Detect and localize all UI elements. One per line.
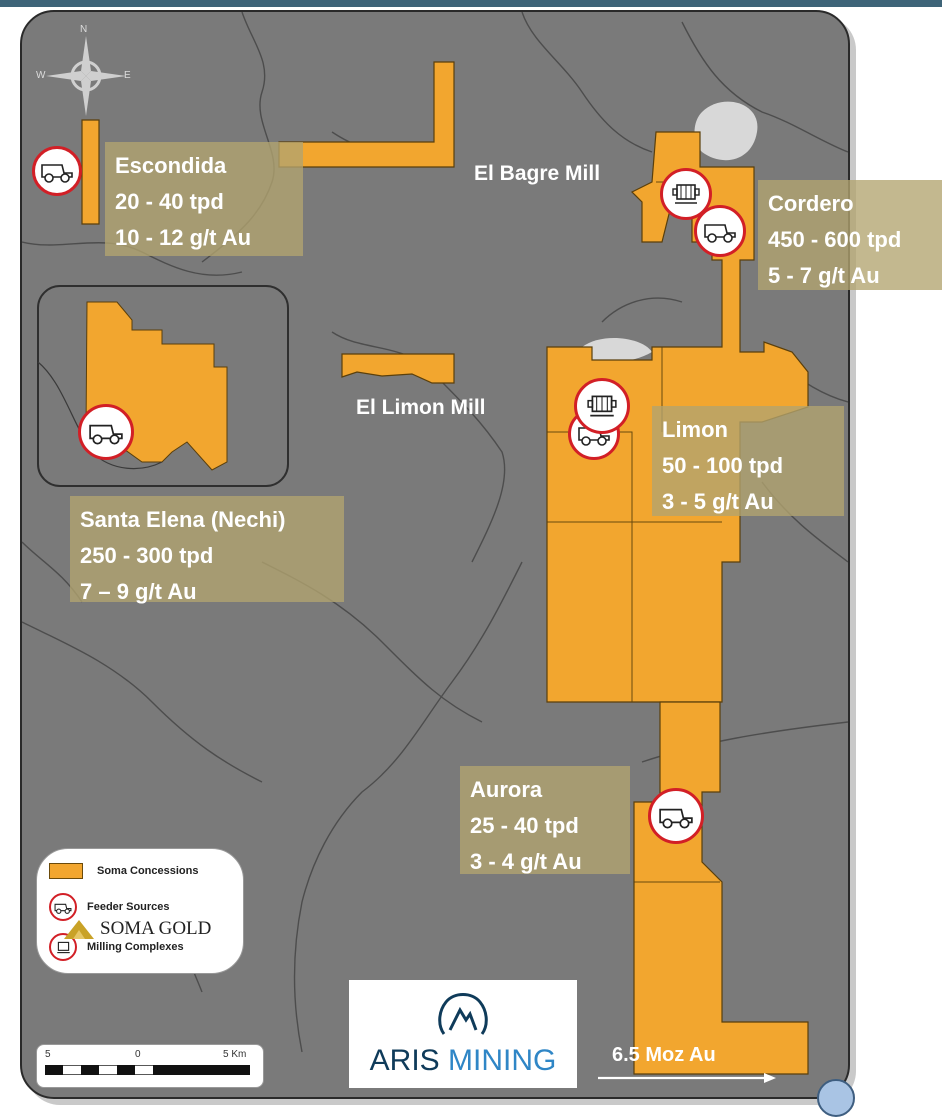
resource-label: 6.5 Moz Au — [612, 1044, 716, 1066]
soma-gold-logo-icon — [64, 920, 94, 939]
label-santa-elena: Santa Elena (Nechi) 250 - 300 tpd 7 – 9 … — [70, 496, 344, 604]
location-name: Escondida — [115, 153, 227, 178]
compass-w-label: W — [36, 70, 46, 81]
legend-row-concessions: Soma Concessions — [49, 863, 198, 879]
location-rate: 20 - 40 tpd — [115, 189, 224, 214]
legend: Soma Concessions Feeder Sources Milling … — [36, 848, 244, 974]
scale-bar: 5 0 5 Km — [36, 1044, 264, 1088]
mill-label-el-bagre: El Bagre Mill — [474, 162, 601, 185]
legend-row-milling: Milling Complexes — [49, 933, 184, 961]
milling-complex-icon[interactable] — [660, 168, 712, 220]
location-name: Aurora — [470, 777, 543, 802]
dump-truck-icon[interactable] — [78, 404, 134, 460]
soma-gold-logo: SOMA GOLD — [62, 918, 211, 940]
label-cordero: Cordero 450 - 600 tpd 5 - 7 g/t Au — [758, 180, 942, 290]
legend-row-feeder: Feeder Sources — [49, 893, 170, 921]
aris-mining-wordmark: ARIS MINING — [349, 1044, 577, 1078]
scale-label-mid: 0 — [135, 1049, 141, 1060]
mill-label-el-limon: El Limon Mill — [356, 396, 486, 419]
scale-label-left: 5 — [45, 1049, 51, 1060]
location-grade: 7 – 9 g/t Au — [80, 579, 197, 604]
compass-e-label: E — [124, 70, 131, 81]
resource-arrow — [598, 1073, 776, 1083]
label-limon: Limon 50 - 100 tpd 3 - 5 g/t Au — [652, 406, 844, 516]
milling-complex-icon[interactable] — [574, 378, 630, 434]
location-rate: 250 - 300 tpd — [80, 543, 214, 568]
aris-mining-logo: ARIS MINING — [349, 980, 577, 1088]
location-name: Cordero — [768, 191, 854, 216]
legend-milling-label: Milling Complexes — [87, 941, 184, 953]
label-escondida: Escondida 20 - 40 tpd 10 - 12 g/t Au — [105, 142, 303, 256]
dump-truck-icon[interactable] — [648, 788, 704, 844]
legend-concessions-label: Soma Concessions — [97, 865, 199, 877]
dump-truck-icon[interactable] — [32, 146, 82, 196]
location-grade: 10 - 12 g/t Au — [115, 225, 252, 250]
location-name: Santa Elena (Nechi) — [80, 507, 286, 532]
location-grade: 3 - 4 g/t Au — [470, 849, 582, 874]
location-rate: 25 - 40 tpd — [470, 813, 579, 838]
aris-mining-logo-icon — [438, 993, 488, 1035]
location-rate: 50 - 100 tpd — [662, 453, 784, 478]
scale-ticks — [45, 1065, 250, 1075]
aris-brand: ARIS — [369, 1044, 440, 1077]
legend-feeder-label: Feeder Sources — [87, 901, 170, 913]
scale-label-right: 5 Km — [223, 1049, 247, 1060]
label-aurora: Aurora 25 - 40 tpd 3 - 4 g/t Au — [460, 766, 630, 874]
location-grade: 3 - 5 g/t Au — [662, 489, 774, 514]
aris-suffix: MINING — [448, 1044, 557, 1077]
compass-rose-icon — [46, 36, 126, 116]
soma-gold-logo-text: SOMA GOLD — [100, 918, 212, 939]
location-rate: 450 - 600 tpd — [768, 227, 902, 252]
location-grade: 5 - 7 g/t Au — [768, 263, 880, 288]
concession-swatch — [49, 863, 83, 879]
location-name: Limon — [662, 417, 728, 442]
compass-n-label: N — [80, 24, 88, 35]
dump-truck-icon — [49, 893, 77, 921]
corner-dot — [817, 1079, 855, 1117]
top-accent-bar — [0, 0, 942, 7]
